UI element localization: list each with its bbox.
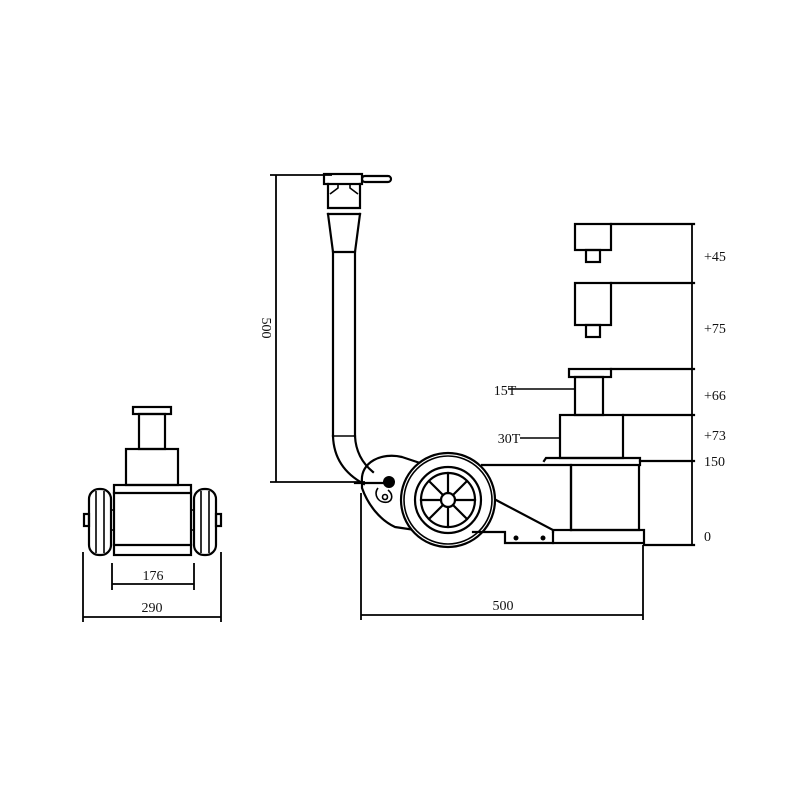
pivot-knob — [383, 476, 395, 488]
label-inner-width: 176 — [143, 569, 164, 584]
rams: 15T 30T — [494, 367, 625, 460]
label-zero: 0 — [704, 530, 711, 545]
handle-head — [322, 172, 393, 254]
ram-30t — [558, 413, 625, 460]
front-right-wheel — [192, 487, 218, 557]
front-ram — [137, 412, 167, 451]
label-handle-height: 500 — [258, 318, 273, 339]
label-base-length: 500 — [493, 599, 514, 614]
label-150: 150 — [704, 455, 725, 470]
front-left-hub — [82, 512, 91, 528]
saddle — [567, 367, 613, 379]
dimension-inner-width: 176 — [111, 563, 195, 590]
label-outer-width: 290 — [142, 601, 163, 616]
front-left-wheel — [87, 487, 113, 557]
label-plus-73: +73 — [704, 429, 726, 444]
label-plus-45: +45 — [704, 250, 726, 265]
label-30t: 30T — [498, 432, 521, 447]
extensions — [573, 222, 613, 339]
ram-15t — [573, 375, 605, 417]
extension-45 — [573, 222, 613, 252]
front-view: 176 290 — [82, 405, 223, 622]
front-body — [112, 483, 193, 557]
chassis — [471, 456, 646, 545]
side-view: 500 — [258, 172, 726, 620]
side-wheel — [399, 451, 497, 549]
extension-75 — [573, 281, 613, 327]
dimension-outer-width: 290 — [82, 552, 222, 622]
label-plus-66: +66 — [704, 389, 726, 404]
wheel-spokes — [419, 471, 477, 529]
cylinder-housing — [569, 463, 641, 532]
dimension-base-length: 500 — [360, 493, 644, 620]
base-plate — [551, 528, 646, 545]
height-labels: +45 +75 +66 +73 150 0 — [704, 250, 726, 545]
handle-tube — [331, 250, 375, 486]
dimension-handle-height: 500 — [258, 174, 365, 483]
label-15t: 15T — [494, 384, 517, 399]
air-valve-lever — [360, 174, 393, 184]
label-plus-75: +75 — [704, 322, 726, 337]
front-right-hub — [214, 512, 223, 528]
front-cylinder — [124, 447, 180, 487]
height-reference-lines — [609, 222, 696, 547]
